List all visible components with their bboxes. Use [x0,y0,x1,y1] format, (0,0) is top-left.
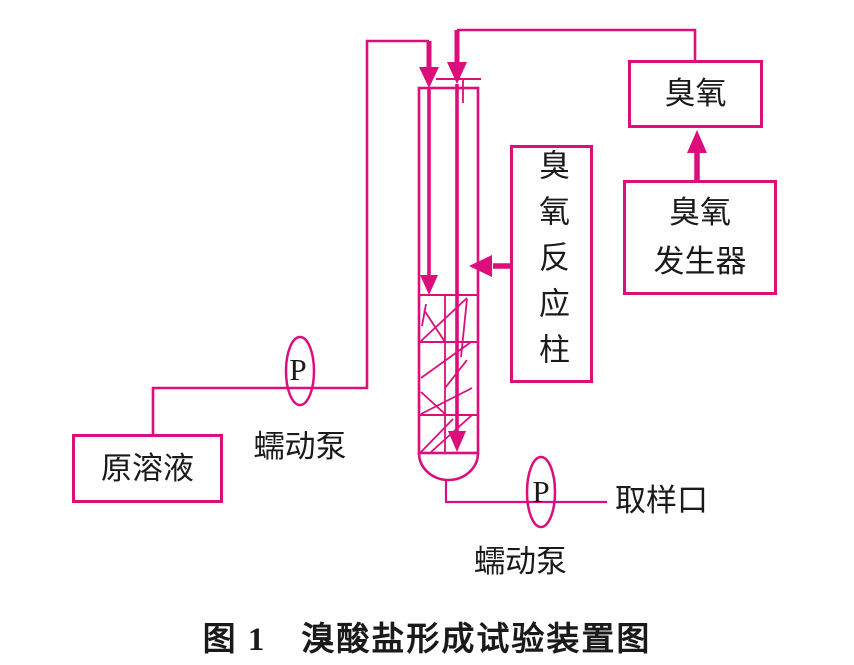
pump-ellipse-bottom [525,455,557,529]
sampling-port-label: 取样口 [615,483,708,518]
ozone-label: 臭氧 [664,76,727,112]
ozone-generator-label-line1: 臭氧 [669,195,731,231]
reaction-column-round-bottom [417,452,480,482]
reaction-column-body [417,86,480,455]
ozone-diffuser-arrowhead [448,431,466,452]
reaction-column-label: 臭氧反应柱 [534,149,569,379]
ozone-generator-box: 臭氧 发生器 [623,180,777,295]
raw-solution-label: 原溶液 [101,450,194,486]
generator-to-ozone-arrowhead [687,130,707,153]
pump-label-top: 蠕动泵 [253,429,347,464]
packing-texture [420,297,473,453]
packing-section-dividers [419,294,478,416]
ozone-inlet-arrowhead [447,62,467,84]
ozone-box: 臭氧 [628,60,763,128]
column-label-arrowhead [469,255,492,277]
pump-symbol-bottom: P [532,474,550,509]
pump-label-bottom: 蠕动泵 [474,544,567,579]
raw-solution-box: 原溶液 [72,434,223,503]
raw-inlet-arrowhead [419,67,439,88]
reaction-column-label-box: 臭氧反应柱 [510,145,593,383]
pump-symbol-top: P [289,352,307,387]
ozone-feed-pipe [457,28,697,61]
figure-caption: 图 1 溴酸盐形成试验装置图 [202,622,652,658]
pump-ellipse-top [284,335,316,407]
raw-solution-pipe [151,39,429,436]
ozone-generator-label-line2: 发生器 [653,243,747,279]
raw-inner-arrowhead [420,275,438,295]
